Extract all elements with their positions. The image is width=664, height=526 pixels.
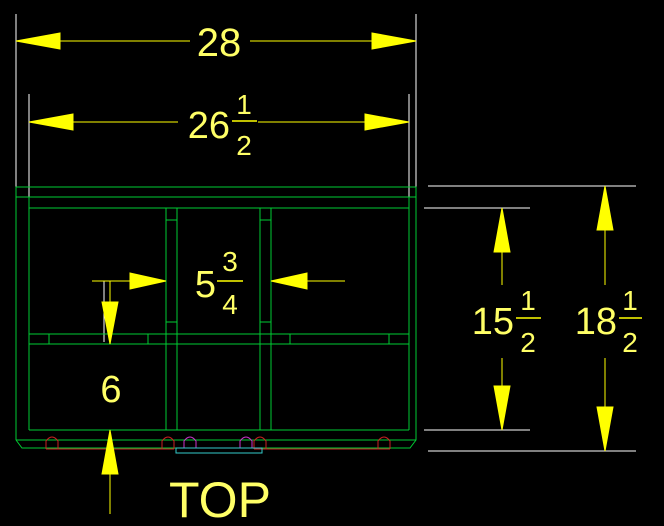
dim-center-gap: 5 3 4	[195, 246, 243, 320]
dim-center-gap-den: 4	[222, 289, 238, 320]
hardware	[45, 436, 391, 454]
dim-overall-height-den: 2	[622, 327, 638, 358]
dim-inner-height-whole: 15	[472, 301, 514, 343]
dim-inner-height: 15 1 2	[472, 285, 541, 358]
extension-lines	[15, 14, 636, 452]
dim-lower-height: 6	[100, 369, 121, 411]
dim-overall-height: 18 1 2	[575, 285, 642, 358]
dim-inner-width-den: 2	[236, 130, 252, 161]
dim-inner-height-num: 1	[520, 285, 536, 316]
dim-overall-height-whole: 18	[575, 301, 617, 343]
dim-center-gap-whole: 5	[195, 264, 216, 306]
dim-overall-height-num: 1	[622, 285, 638, 316]
dim-inner-width: 26 1 2	[188, 89, 257, 161]
dim-center-gap-num: 3	[222, 246, 238, 277]
dim-inner-height-den: 2	[520, 327, 536, 358]
dim-inner-width-whole: 26	[188, 105, 230, 147]
dim-inner-width-num: 1	[236, 89, 252, 120]
view-label: TOP	[169, 472, 271, 526]
cabinet-outline	[15, 186, 417, 449]
dim-overall-width: 28	[197, 21, 242, 65]
dimension-lines	[15, 32, 614, 514]
